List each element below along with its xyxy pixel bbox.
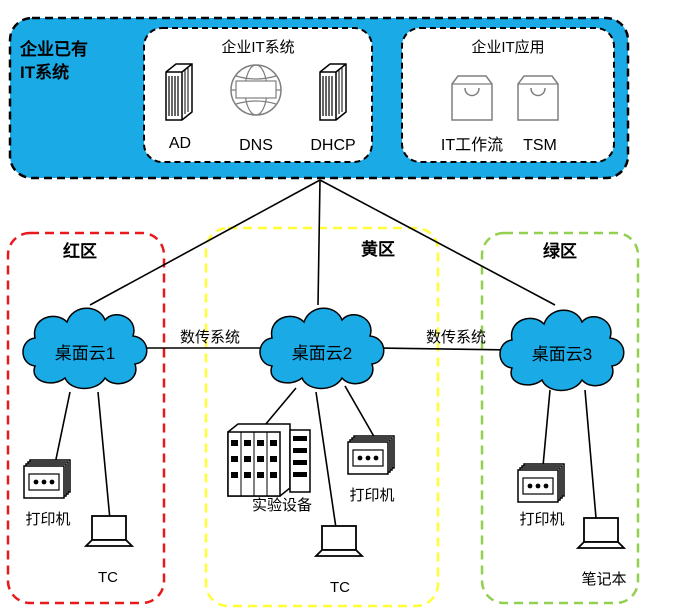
cloud1-label: 桌面云1 — [55, 344, 115, 363]
red-zone-title: 红区 — [63, 241, 97, 261]
it-workflow-icon — [451, 75, 493, 121]
yellow-printer-label: 打印机 — [349, 487, 394, 504]
tsm-label: TSM — [523, 137, 557, 154]
lab-equipment-label: 实验设备 — [252, 497, 312, 514]
green-printer-label: 打印机 — [519, 511, 564, 528]
red-zone — [6, 231, 166, 605]
it-apps-title: 企业IT应用 — [471, 38, 544, 56]
cloud3-label: 桌面云3 — [532, 345, 592, 364]
cloud2-label: 桌面云2 — [292, 344, 352, 363]
lab-equipment-icon — [227, 423, 311, 497]
yellow-printer-icon — [347, 435, 395, 475]
yellow-tc-label: TC — [330, 579, 350, 596]
connection-lines — [54, 179, 597, 529]
yellow-zone-title: 黄区 — [361, 239, 395, 259]
ad-label: AD — [169, 135, 191, 152]
link-label-2-3: 数传系统 — [426, 329, 486, 346]
ad-server-icon — [165, 63, 193, 121]
it-workflow-label: IT工作流 — [441, 136, 503, 154]
red-tc-icon — [85, 515, 133, 547]
red-tc-label: TC — [98, 569, 118, 586]
green-laptop-icon — [577, 517, 625, 549]
red-printer-label: 打印机 — [25, 511, 70, 528]
yellow-tc-icon — [315, 525, 363, 557]
dhcp-server-icon — [319, 63, 347, 121]
dns-globe-icon — [230, 64, 282, 116]
link-label-1-2: 数传系统 — [180, 329, 240, 346]
group-title-line1: 企业已有 — [19, 39, 88, 59]
green-zone-title: 绿区 — [543, 241, 577, 261]
green-printer-icon — [517, 463, 565, 503]
green-laptop-label: 笔记本 — [581, 571, 626, 588]
green-zone — [480, 231, 640, 605]
group-title-line2: IT系统 — [20, 62, 69, 82]
yellow-zone — [204, 226, 440, 608]
it-systems-title: 企业IT系统 — [221, 38, 294, 56]
red-printer-icon — [23, 459, 71, 499]
it-apps-box — [401, 27, 615, 163]
tsm-icon — [517, 75, 559, 121]
dns-label: DNS — [239, 137, 273, 154]
dhcp-label: DHCP — [310, 137, 355, 154]
